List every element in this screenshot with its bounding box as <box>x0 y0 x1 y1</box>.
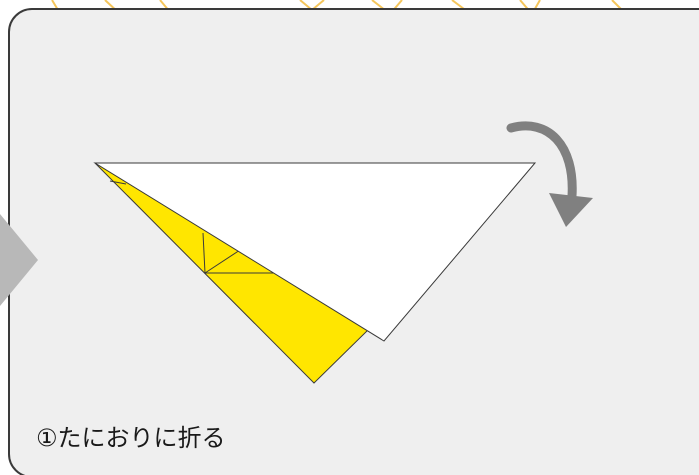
paper-front-white <box>93 162 537 342</box>
fold-lines <box>109 180 275 274</box>
step-caption: ①たにおりに折る <box>36 424 226 452</box>
curved-arrow-clockwise-icon <box>506 121 593 227</box>
